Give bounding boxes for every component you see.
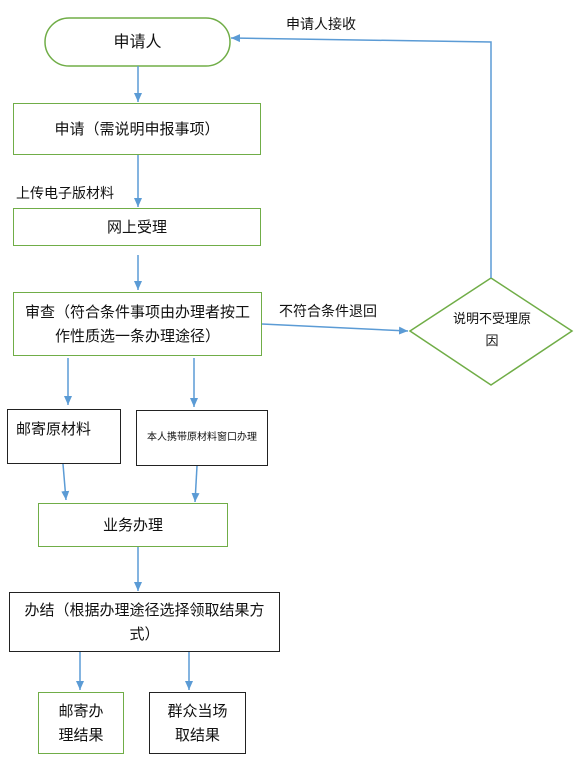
not-accepted-diamond-shape (408, 277, 574, 386)
arrow-review-to-diamond (261, 323, 409, 335)
not-accepted-node: 说明不受理原因 (452, 312, 531, 349)
applicant-node: 申请人 (113, 32, 162, 51)
upload-material-label: 上传电子版材料 (16, 186, 114, 202)
online-accept-node: 网上受理 (13, 208, 261, 246)
arrow-mail-original-to-business (61, 463, 70, 501)
arrow-window-to-business (191, 465, 200, 503)
conclude-node: 办结（根据办理途径选择领取结果方式） (9, 592, 280, 652)
in-person-window-node: 本人携带原材料窗口办理 (136, 410, 268, 466)
arrow-diamond-back-to-applicant (230, 34, 492, 278)
mail-original-node: 邮寄原材料 (7, 409, 121, 464)
review-node: 审查（符合条件事项由办理者按工作性质选一条办理途径） (13, 292, 262, 356)
pickup-result-node: 群众当场取结果 (149, 692, 246, 754)
applicant-receive-label: 申请人接收 (286, 17, 356, 33)
business-process-node: 业务办理 (38, 503, 228, 547)
apply-node: 申请（需说明申报事项） (13, 103, 261, 155)
mail-result-node: 邮寄办理结果 (38, 692, 124, 754)
not-qualified-return-label: 不符合条件退回 (279, 304, 377, 320)
